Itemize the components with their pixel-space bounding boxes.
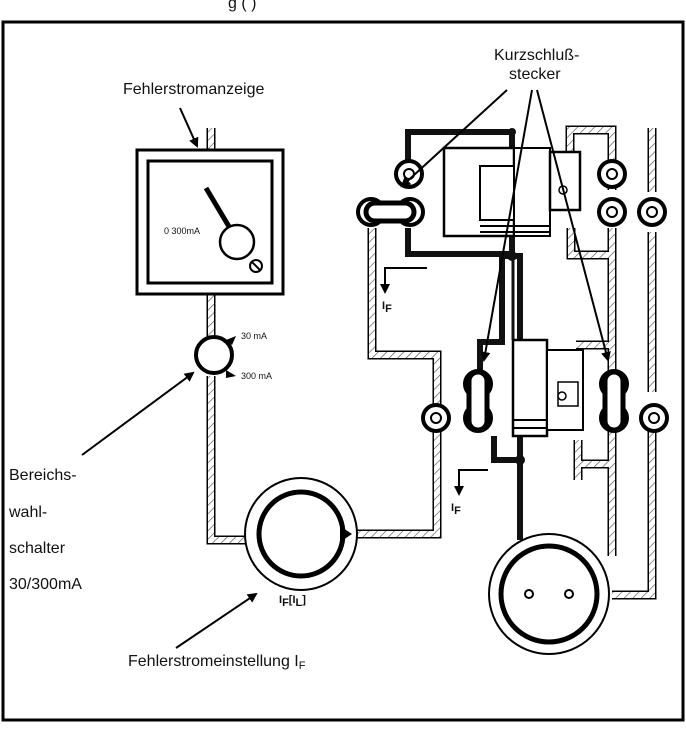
hatched-conductors [206, 125, 657, 600]
pointer-arrow-plug-1 [400, 89, 508, 188]
junction-dot [508, 128, 516, 136]
terminal [639, 403, 669, 433]
terminal [597, 197, 627, 227]
current-arrows [380, 267, 488, 496]
current-arrow-upper [380, 267, 427, 294]
partial-header-title: g ( ) [228, 0, 257, 12]
short-circuit-plug [466, 369, 490, 433]
short-circuit-plugs [363, 200, 626, 433]
label-kurzschluss-1: Kurzschluß- [494, 47, 580, 64]
label-fehlerstromanzeige: Fehlerstromanzeige [123, 81, 265, 98]
short-circuit-plug [363, 200, 417, 224]
pointer-arrow-plug-3 [536, 89, 611, 362]
label-if-upper: IF [382, 300, 392, 315]
fault-current-meter [135, 148, 285, 296]
short-circuit-plug [602, 369, 626, 433]
pointer-arrow-plug-2 [480, 89, 533, 362]
pointer-arrows [81, 89, 611, 649]
terminal [637, 197, 667, 227]
terminal [597, 159, 627, 189]
terminal [421, 403, 451, 433]
junction-dot [515, 455, 525, 465]
bold-conductors [405, 129, 523, 540]
label-bereichs-4: 30/300mA [9, 576, 82, 593]
socket-outlet [488, 533, 610, 655]
junction-dot [507, 251, 517, 261]
pointer-arrow-switch [81, 371, 195, 456]
pointer-arrow-knob [175, 592, 258, 649]
label-fehlerstromeinstellung: Fehlerstromeinstellung IF [128, 653, 306, 672]
pointer-arrow-meter [179, 107, 199, 148]
terminal [394, 159, 424, 189]
label-range-30: 30 mA [241, 331, 268, 341]
label-bereichs-1: Bereichs- [9, 467, 77, 484]
label-bereichs-3: schalter [9, 540, 66, 557]
current-arrow-lower [454, 469, 488, 496]
fault-current-setting-knob [244, 477, 358, 591]
label-kurzschluss-2: stecker [509, 66, 561, 83]
label-range-300: 300 mA [241, 371, 273, 381]
outer-frame [1, 20, 685, 722]
label-if-lower: IF [451, 502, 461, 517]
range-selector-switch [194, 335, 236, 378]
label-knob-scale: IF[IL] [279, 594, 306, 609]
label-bereichs-2: wahl- [9, 504, 48, 521]
upper-rcd-device [442, 146, 582, 238]
lower-rcd-device [511, 338, 584, 438]
label-meter-scale: 0 300mA [164, 226, 201, 236]
